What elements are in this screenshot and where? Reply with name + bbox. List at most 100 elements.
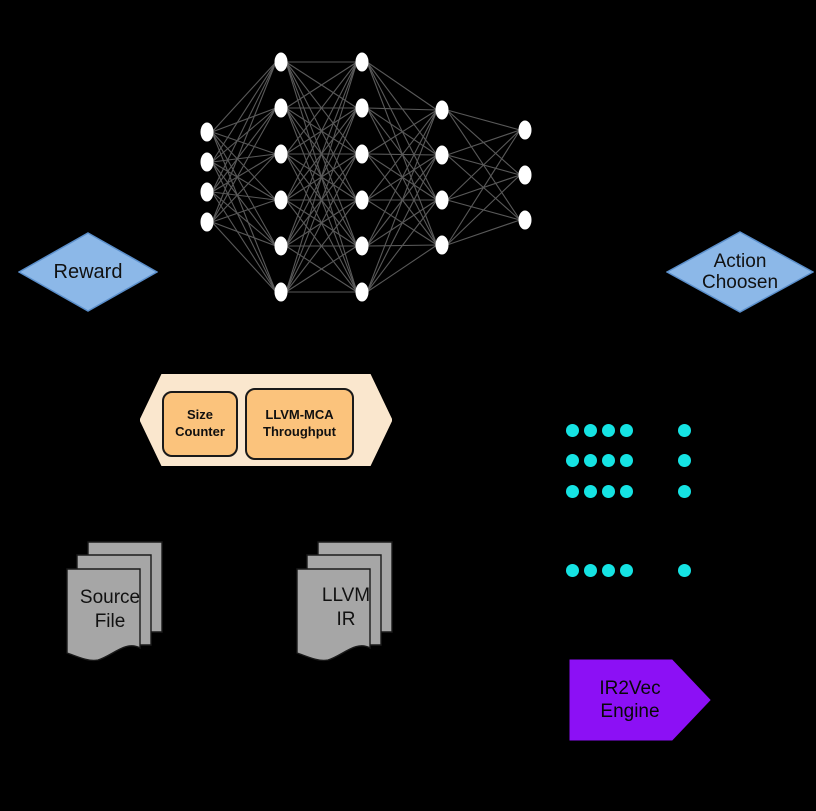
embedding-dot xyxy=(620,424,633,437)
network-edge xyxy=(366,199,438,293)
network-node-input-layer xyxy=(200,182,214,202)
embedding-dot xyxy=(566,485,579,498)
size-counter-label: Size Counter xyxy=(175,407,225,439)
network-edge xyxy=(211,107,277,163)
network-node-hidden-layer-1 xyxy=(274,144,288,164)
source-file-document-stack[interactable]: Source File xyxy=(66,536,174,664)
network-edge xyxy=(211,61,277,193)
network-nodes xyxy=(200,52,532,302)
embedding-dot xyxy=(584,564,597,577)
network-node-input-layer xyxy=(200,212,214,232)
embedding-dot-row xyxy=(560,485,710,499)
embedding-dot xyxy=(602,485,615,498)
network-edge xyxy=(211,61,277,133)
network-edge xyxy=(211,131,277,293)
network-node-hidden-layer-2 xyxy=(355,98,369,118)
ir2vec-engine-node[interactable]: IR2Vec Engine xyxy=(568,658,712,742)
llvm-ir-document-stack[interactable]: LLVM IR xyxy=(296,536,404,664)
embedding-dot xyxy=(566,424,579,437)
network-edge xyxy=(366,109,438,201)
network-edge xyxy=(285,107,358,293)
network-edge xyxy=(446,109,521,131)
network-edge xyxy=(446,129,521,156)
embedding-dot-trailing xyxy=(678,564,691,577)
network-edge xyxy=(446,219,521,246)
network-edge xyxy=(211,153,277,223)
network-edge xyxy=(285,61,358,247)
network-node-hidden-layer-1 xyxy=(274,236,288,256)
action-chosen-node[interactable]: Action Choosen xyxy=(665,231,815,313)
embedding-dot xyxy=(620,454,633,467)
network-edge xyxy=(285,199,358,293)
network-node-hidden-layer-1 xyxy=(274,52,288,72)
network-edge xyxy=(211,153,277,163)
neural-network-svg xyxy=(200,52,532,302)
network-edge xyxy=(211,107,277,193)
network-edge xyxy=(366,61,438,111)
embedding-dot-row xyxy=(560,564,710,578)
network-edge xyxy=(211,199,277,223)
network-edge xyxy=(285,153,358,293)
network-edge xyxy=(211,161,277,293)
embedding-dot-trailing xyxy=(678,424,691,437)
embedding-dot-matrix xyxy=(560,424,710,594)
network-edge xyxy=(211,221,277,293)
network-edge xyxy=(211,61,277,163)
network-edge xyxy=(211,161,277,201)
network-node-hidden-layer-1 xyxy=(274,98,288,118)
network-edge xyxy=(211,191,277,247)
embedding-dot-row xyxy=(560,424,710,438)
network-node-hidden-layer-2 xyxy=(355,282,369,302)
embedding-dot xyxy=(620,485,633,498)
network-edge xyxy=(366,109,438,293)
network-edge xyxy=(285,61,358,293)
size-counter-box[interactable]: Size Counter xyxy=(162,391,238,457)
llvm-mca-throughput-label: LLVM-MCA Throughput xyxy=(263,407,336,439)
llvm-ir-stack-shape xyxy=(296,541,393,662)
network-edge xyxy=(211,221,277,247)
network-edge xyxy=(211,191,277,201)
network-edge xyxy=(285,61,358,155)
network-edge xyxy=(211,153,277,193)
embedding-dot xyxy=(566,454,579,467)
network-edge xyxy=(366,109,438,247)
embedding-dot xyxy=(602,424,615,437)
llvm-mca-throughput-box[interactable]: LLVM-MCA Throughput xyxy=(245,388,354,460)
network-node-hidden-layer-3 xyxy=(435,235,449,255)
network-node-output-layer xyxy=(518,165,532,185)
embedding-dot-trailing xyxy=(678,485,691,498)
embedding-dot xyxy=(620,564,633,577)
embedding-dot xyxy=(602,454,615,467)
network-edge xyxy=(211,107,277,223)
network-node-hidden-layer-3 xyxy=(435,145,449,165)
network-node-hidden-layer-2 xyxy=(355,144,369,164)
network-edge xyxy=(285,61,358,109)
ir2vec-arrow-shape xyxy=(569,659,711,741)
network-edge xyxy=(285,61,358,201)
network-edge xyxy=(211,161,277,247)
network-edge xyxy=(446,129,521,246)
network-node-output-layer xyxy=(518,120,532,140)
network-node-hidden-layer-2 xyxy=(355,190,369,210)
network-node-hidden-layer-2 xyxy=(355,52,369,72)
embedding-dot xyxy=(584,454,597,467)
policy-network-diagram xyxy=(180,40,560,320)
embedding-dot-trailing xyxy=(678,454,691,467)
network-node-hidden-layer-3 xyxy=(435,190,449,210)
network-node-hidden-layer-1 xyxy=(274,190,288,210)
network-node-hidden-layer-1 xyxy=(274,282,288,302)
network-edge xyxy=(446,174,521,246)
network-node-input-layer xyxy=(200,152,214,172)
reward-node[interactable]: Reward xyxy=(17,232,159,312)
network-node-hidden-layer-3 xyxy=(435,100,449,120)
network-edge xyxy=(446,129,521,201)
reward-diamond-shape xyxy=(17,232,159,312)
network-edge xyxy=(211,131,277,247)
reward-calculator-group: Size Counter LLVM-MCA Throughput xyxy=(140,374,392,466)
network-edge xyxy=(211,191,277,293)
network-edge xyxy=(211,61,277,223)
embedding-dot-row xyxy=(560,454,710,468)
embedding-dot xyxy=(566,564,579,577)
network-node-hidden-layer-2 xyxy=(355,236,369,256)
